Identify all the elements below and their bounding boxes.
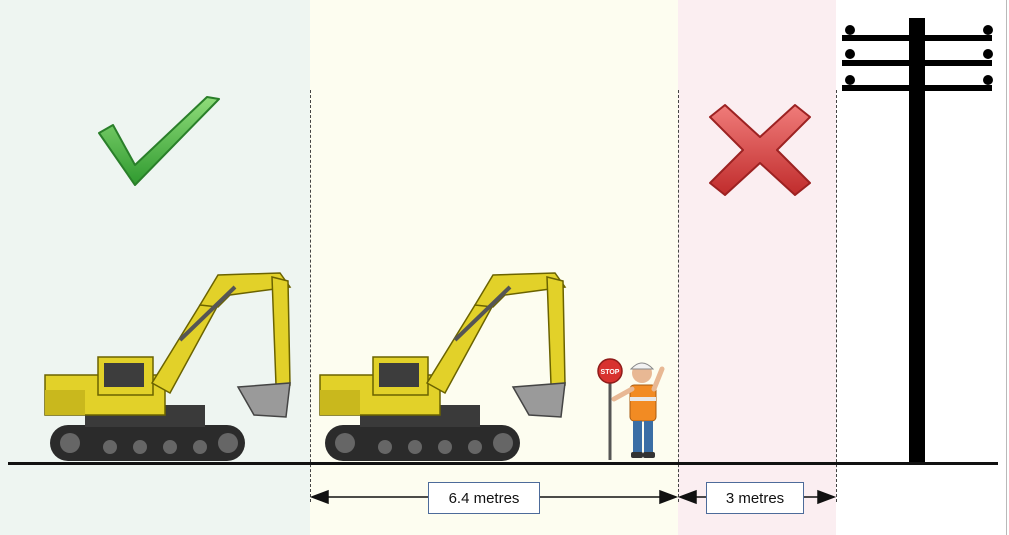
cross-mark-icon bbox=[709, 104, 811, 196]
power-pole bbox=[842, 18, 993, 465]
spotter-worker: STOP bbox=[597, 358, 665, 460]
zone-boundary-middle bbox=[678, 90, 679, 502]
ground-line bbox=[8, 462, 998, 465]
zone-boundary-right bbox=[836, 90, 837, 502]
frame-edge bbox=[1006, 0, 1007, 535]
danger-zone bbox=[678, 0, 836, 535]
measurement-label-danger-zone: 3 metres bbox=[706, 482, 804, 514]
excavator-safe bbox=[44, 272, 292, 461]
zone-boundary-left bbox=[310, 90, 311, 502]
measurement-label-caution-zone: 6.4 metres bbox=[428, 482, 540, 514]
stop-sign-text: STOP bbox=[601, 369, 620, 376]
stop-sign-icon bbox=[597, 358, 623, 384]
excavator-caution bbox=[319, 272, 567, 461]
check-mark-icon bbox=[98, 96, 220, 186]
